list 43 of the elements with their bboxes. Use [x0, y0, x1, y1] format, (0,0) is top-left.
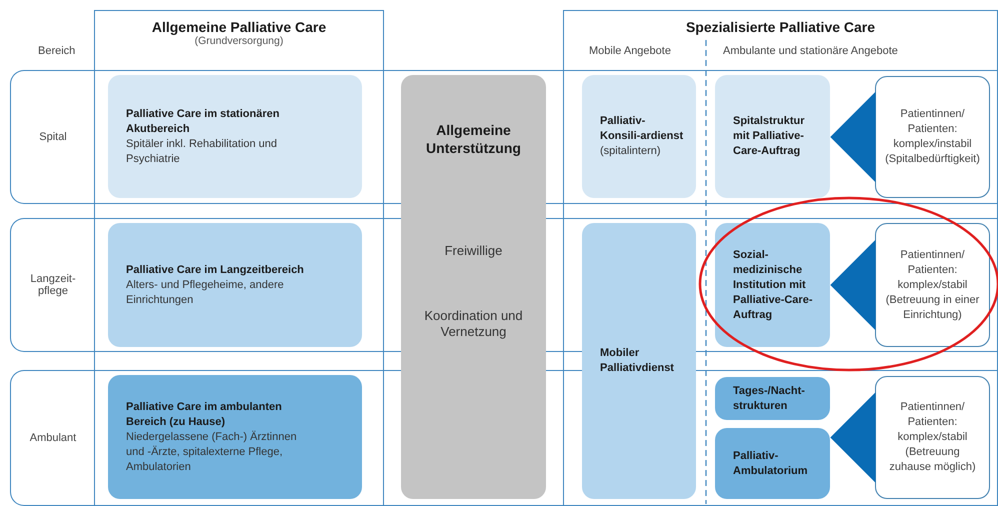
patient-group-box: [875, 223, 990, 347]
subcolumn-label: Ambulante und stationäre Angebote: [723, 45, 898, 57]
box-heading: Allgemeine Unterstützung: [425, 121, 522, 157]
box-heading: Sozial-medizinische Institution mit Palliative-Care-Auftrag: [733, 248, 814, 322]
row-label: Ambulant: [28, 432, 78, 444]
box-heading: Spitalstruktur mit Palliative-Care-Auftrag: [733, 114, 806, 159]
box-text: Koordination und Vernetzung: [423, 308, 524, 340]
box-heading: Palliative Care im ambulanten Bereich (zu Hause): [126, 400, 283, 430]
box-heading: Palliative Care im Langzeitbereich: [126, 262, 305, 278]
care-service-box: [715, 377, 830, 420]
pointer-arrow: [830, 392, 876, 483]
box-text: Niedergelassene (Fach-) Ärztinnen und -Ärzte, spitalexterne Pflege, Ambulatorien: [126, 430, 298, 474]
patient-group-box: [875, 376, 990, 499]
pointer-arrow: [830, 240, 876, 330]
box-heading: Tages-/Nacht-strukturen: [733, 384, 806, 414]
care-service-box: [108, 75, 362, 198]
row-label: Langzeit-pflege: [29, 273, 77, 297]
box-heading: Mobiler Palliativdienst: [600, 346, 675, 376]
subcolumn-label: Mobile Angebote: [589, 45, 671, 57]
column-subheading: (Grundversorgung): [194, 35, 284, 47]
column-heading: Spezialisierte Palliative Care: [684, 19, 876, 35]
care-service-box: [715, 223, 830, 347]
box-heading: Palliativ-Ambulatorium: [733, 448, 809, 478]
box-text: Patientinnen/ Patienten: komplex/stabil (Betreuung zuhause möglich): [888, 400, 977, 475]
pointer-arrow: [830, 92, 876, 182]
box-text: Alters- und Pflegeheime, andere Einrichtungen: [126, 278, 285, 308]
column-label: Bereich: [38, 45, 76, 57]
care-service-box: [582, 75, 696, 198]
care-service-box: [108, 223, 362, 347]
patient-group-box: [875, 76, 990, 198]
box-text: Spitäler inkl. Rehabilitation und Psychiatrie: [126, 136, 278, 166]
box-text: Patientinnen/ Patienten: komplex/stabil (Betreuung in einer Einrichtung): [884, 248, 980, 322]
column-heading: Allgemeine Palliative Care: [150, 19, 328, 35]
box-heading: Palliative Care im stationären Akutbereich: [126, 106, 280, 136]
care-service-box: [715, 75, 830, 198]
box-heading: Palliativ-Konsili-ardienst: [600, 114, 684, 144]
box-text: Freiwillige: [444, 243, 504, 259]
box-text: Patientinnen/ Patienten: komplex/instabil (Spitalbedürftigkeit): [884, 107, 981, 167]
support-column-box: [401, 75, 546, 499]
box-text: (spitalintern): [600, 144, 662, 159]
care-service-box: [715, 428, 830, 499]
care-service-box: [108, 375, 362, 499]
row-label: Spital: [38, 131, 68, 143]
